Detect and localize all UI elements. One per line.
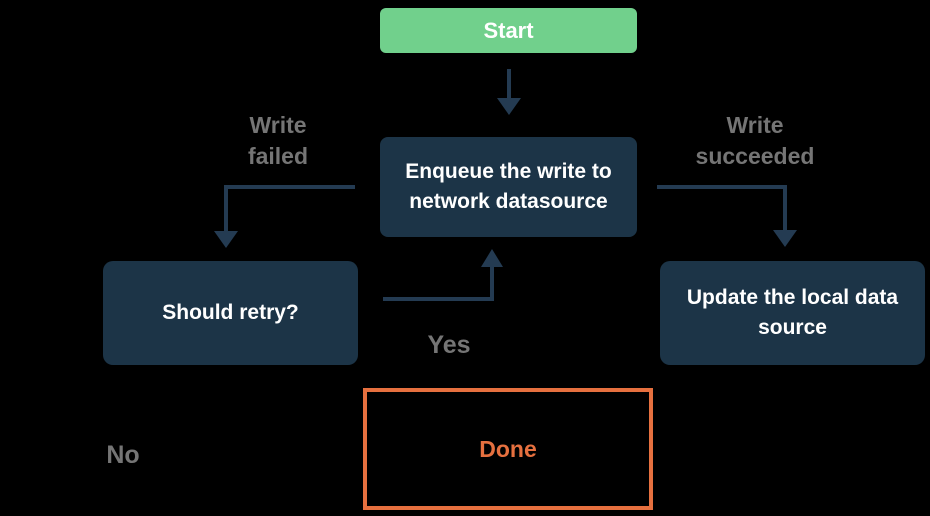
update-local-node-line2: source — [758, 316, 827, 339]
arrow-write-succeeded-to-update-local — [657, 185, 797, 247]
yes-edge-label: Yes — [427, 331, 471, 359]
arrow-write-failed-to-should-retry — [214, 185, 355, 248]
enqueue-write-node: Enqueue the write to network datasource — [380, 137, 637, 237]
arrow-yes-to-enqueue — [383, 249, 503, 301]
enqueue-write-node-line1: Enqueue the write to — [405, 160, 612, 183]
start-node: Start — [380, 8, 637, 53]
enqueue-write-node-line2: network datasource — [409, 190, 608, 213]
write-succeeded-edge-label: Write succeeded — [675, 110, 835, 172]
should-retry-node-label: Should retry? — [162, 301, 299, 324]
write-failed-edge-label: Write failed — [198, 110, 358, 172]
update-local-node-line1: Update the local data — [686, 286, 899, 309]
should-retry-node: Should retry? — [103, 261, 358, 365]
start-node-label: Start — [483, 17, 534, 43]
write-failed-edge-label-line1: Write — [249, 112, 307, 138]
write-succeeded-edge-label-line1: Write — [726, 112, 784, 138]
update-local-node: Update the local data source — [660, 261, 925, 365]
done-node: Done — [363, 388, 653, 510]
done-node-label: Done — [479, 435, 537, 462]
arrow-start-to-enqueue — [497, 69, 521, 115]
write-succeeded-edge-label-line2: succeeded — [695, 143, 815, 169]
write-failed-edge-label-line2: failed — [247, 143, 309, 169]
no-edge-label: No — [106, 441, 140, 469]
